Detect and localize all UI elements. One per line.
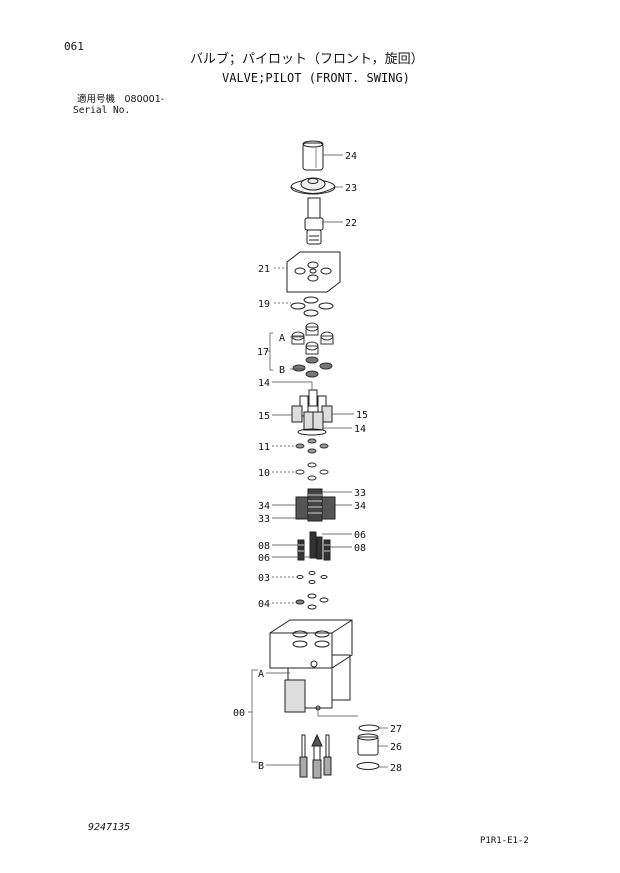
callout-label: 24 <box>345 151 357 162</box>
callout-label: 06 <box>258 553 270 564</box>
leader-lines <box>248 154 388 768</box>
callout-label: 14 <box>354 424 366 435</box>
callout-label: B <box>258 761 264 772</box>
document-number: 9247135 <box>88 822 131 833</box>
callout-label: 23 <box>345 183 357 194</box>
callout-label: 06 <box>354 530 366 541</box>
callout-label: A <box>279 333 285 344</box>
callout-label: 08 <box>258 541 270 552</box>
part-lower-pins <box>299 733 332 779</box>
callout-label: B <box>279 365 285 376</box>
callout-label: 34 <box>258 501 270 512</box>
callout-label: 00 <box>233 708 245 719</box>
callout-label: 15 <box>258 411 270 422</box>
part-22-rod <box>304 197 324 245</box>
part-21-plate <box>286 251 341 293</box>
callout-label: 27 <box>390 724 402 735</box>
callout-label: 34 <box>354 501 366 512</box>
callout-label: 15 <box>356 410 368 421</box>
callout-label: 19 <box>258 299 270 310</box>
callout-label: 03 <box>258 573 270 584</box>
part-11-10-washers <box>295 438 329 481</box>
callout-label: 21 <box>258 264 270 275</box>
callout-label: 33 <box>258 514 270 525</box>
part-23-boot <box>290 177 336 195</box>
callout-label: A <box>258 669 264 680</box>
callout-label: 08 <box>354 543 366 554</box>
part-24-sleeve <box>302 140 324 171</box>
title-english: VALVE;PILOT (FRONT. SWING) <box>222 71 410 85</box>
title-japanese: バルブ；パイロット（フロント，旋回） <box>190 52 424 67</box>
callout-label: 26 <box>390 742 402 753</box>
part-14-15-pushers <box>291 389 333 436</box>
callout-labels: 24 23 22 21 19 A 17 B 14 15 15 14 11 10 … <box>233 151 402 774</box>
callout-label: 33 <box>354 488 366 499</box>
callout-label: 14 <box>258 378 270 389</box>
callout-label: 22 <box>345 218 357 229</box>
page-code: P1R1-E1-2 <box>480 836 529 846</box>
part-03-04-seals <box>295 571 329 610</box>
part-00-body <box>269 619 353 713</box>
serial-label-japanese: 適用号機 080001- <box>77 94 165 105</box>
callout-label: 11 <box>258 442 270 453</box>
callout-label: 10 <box>258 468 270 479</box>
callout-label: 17 <box>257 347 269 358</box>
part-27-26-28 <box>356 724 380 770</box>
part-19-o-rings <box>290 296 334 317</box>
serial-label-english: Serial No. <box>73 105 131 116</box>
part-33-34-springs <box>295 488 336 522</box>
page-number: 061 <box>64 40 84 53</box>
callout-label: 04 <box>258 599 270 610</box>
callout-label: 28 <box>390 763 402 774</box>
part-06-08-spools <box>297 531 331 561</box>
part-17-plugs <box>291 322 334 378</box>
